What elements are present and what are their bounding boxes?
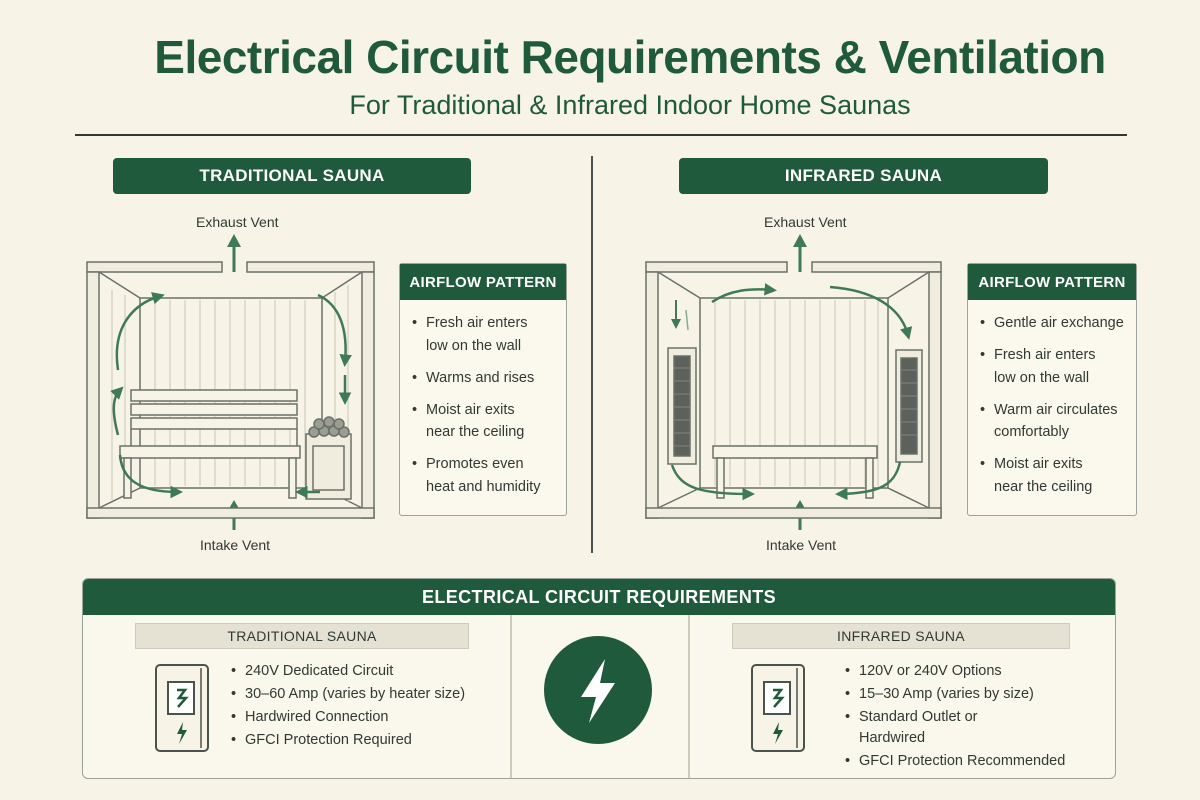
list-item: Hardwired Connection <box>231 707 465 728</box>
traditional-sauna-banner: TRADITIONAL SAUNA <box>113 158 471 194</box>
list-item: Warms and rises <box>412 367 554 390</box>
traditional-airflow-title: AIRFLOW PATTERN <box>400 264 566 300</box>
list-item: GFCI Protection Required <box>231 730 465 751</box>
breaker-panel-icon <box>751 664 805 752</box>
list-item: Gentle air exchange <box>980 312 1124 335</box>
traditional-airflow-arrows <box>110 292 352 499</box>
list-item: 30–60 Amp (varies by heater size) <box>231 684 465 705</box>
list-item: 15–30 Amp (varies by size) <box>845 684 1065 705</box>
electrical-requirements-panel: ELECTRICAL CIRCUIT REQUIREMENTS TRADITIO… <box>82 578 1116 779</box>
electrical-infrared-list: 120V or 240V Options 15–30 Amp (varies b… <box>845 661 1065 774</box>
electrical-traditional-list: 240V Dedicated Circuit 30–60 Amp (varies… <box>231 661 465 753</box>
traditional-exhaust-label: Exhaust Vent <box>196 214 279 230</box>
breaker-panel-icon <box>155 664 209 752</box>
traditional-intake-label: Intake Vent <box>200 537 271 553</box>
infrared-sauna-banner: INFRARED SAUNA <box>679 158 1048 194</box>
electrical-infrared-label: INFRARED SAUNA <box>732 623 1070 649</box>
electrical-title: ELECTRICAL CIRCUIT REQUIREMENTS <box>83 579 1115 615</box>
bench-icon <box>712 445 878 499</box>
infrared-intake-label: Intake Vent <box>766 537 837 553</box>
traditional-exhaust-arrow-icon <box>227 234 241 272</box>
list-item: 240V Dedicated Circuit <box>231 661 465 682</box>
infrared-exhaust-label: Exhaust Vent <box>764 214 847 230</box>
lightning-bolt-icon <box>544 636 652 744</box>
list-item: 120V or 240V Options <box>845 661 1065 682</box>
page-subtitle: For Traditional & Infrared Indoor Home S… <box>349 90 911 120</box>
list-item: GFCI Protection Recommended <box>845 751 1065 772</box>
bench-icon <box>119 389 301 499</box>
page-title: Electrical Circuit Requirements & Ventil… <box>154 31 1106 83</box>
infrared-airflow-list: Gentle air exchange Fresh air enterslow … <box>968 300 1136 498</box>
center-divider <box>591 156 593 553</box>
panel-divider <box>510 615 512 778</box>
panel-divider <box>688 615 690 778</box>
heater-icon <box>305 416 352 500</box>
infrared-airflow-title: AIRFLOW PATTERN <box>968 264 1136 300</box>
infrared-airflow-box: AIRFLOW PATTERN Gentle air exchange Fres… <box>967 263 1137 516</box>
infrared-airflow-arrows <box>670 283 913 501</box>
electrical-traditional-label: TRADITIONAL SAUNA <box>135 623 469 649</box>
infrared-exhaust-arrow-icon <box>793 234 807 272</box>
header-divider <box>75 134 1127 136</box>
infrared-panel-icon <box>667 347 923 465</box>
